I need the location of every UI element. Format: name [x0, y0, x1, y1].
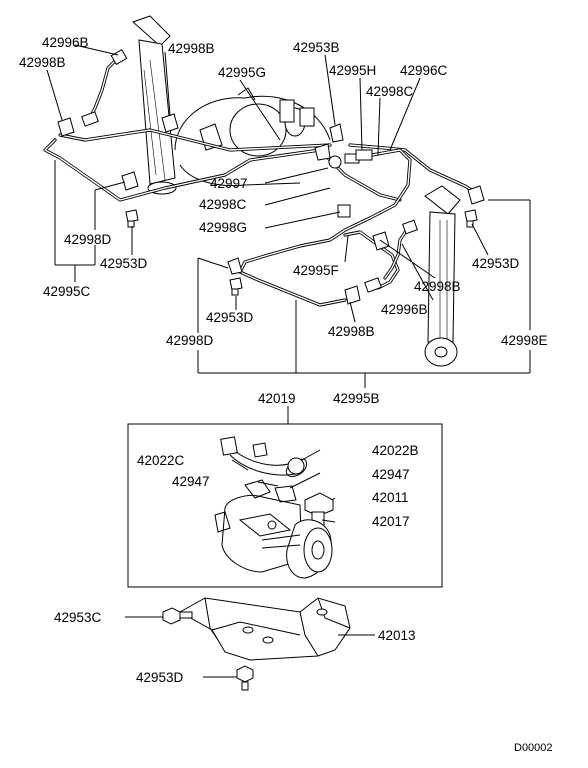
label-42953C: 42953C [54, 610, 102, 625]
label-42998G: 42998G [199, 220, 247, 235]
pump-assembly [214, 436, 336, 579]
label-42998B-r: 42998B [414, 279, 461, 294]
group-brackets [54, 160, 531, 424]
axle-housing [174, 87, 331, 187]
label-42998C-m: 42998C [199, 197, 247, 212]
diagram-code: D00002 [514, 742, 553, 754]
label-42998E: 42998E [501, 333, 548, 348]
pump-assembly-box [127, 423, 443, 588]
label-42996C: 42996C [400, 63, 448, 78]
label-42995C: 42995C [43, 284, 91, 299]
label-42998B-tl: 42998B [19, 55, 66, 70]
label-42995H: 42995H [329, 63, 376, 78]
leader-lines-top [46, 44, 489, 333]
label-42019: 42019 [258, 391, 296, 406]
label-42953D-b: 42953D [136, 670, 184, 685]
label-42953B: 42953B [293, 40, 340, 55]
label-42013: 42013 [378, 628, 416, 643]
label-42998B-top: 42998B [168, 41, 215, 56]
label-42995F: 42995F [293, 263, 339, 278]
label-42998D-l: 42998D [64, 232, 112, 247]
label-42995G: 42995G [218, 65, 266, 80]
label-42998D-m: 42998D [166, 333, 214, 348]
label-42953D-l: 42953D [100, 256, 148, 271]
part-labels: 42996B 42998B 42998B 42995G 42953B 42995… [19, 35, 553, 754]
shock-absorber-right [424, 185, 461, 367]
label-42996B-top: 42996B [42, 35, 89, 50]
label-42022B: 42022B [372, 443, 419, 458]
label-42996B-r: 42996B [381, 302, 428, 317]
label-42947-l: 42947 [172, 474, 210, 489]
label-42995B: 42995B [333, 391, 380, 406]
shock-absorber-left [132, 15, 177, 195]
label-42953D-r: 42953D [472, 256, 520, 271]
label-42017: 42017 [372, 514, 410, 529]
label-42998B-b: 42998B [328, 324, 375, 339]
label-42997: 42997 [210, 176, 248, 191]
clips-and-fittings [57, 113, 485, 305]
label-42953D-m: 42953D [206, 310, 254, 325]
brake-pipes [43, 128, 480, 307]
label-42947-r: 42947 [372, 467, 410, 482]
label-42022C: 42022C [137, 453, 185, 468]
label-42998C-r: 42998C [366, 84, 414, 99]
label-42011: 42011 [372, 490, 409, 505]
mounting-bracket [125, 597, 375, 691]
brake-hoses [81, 48, 418, 293]
